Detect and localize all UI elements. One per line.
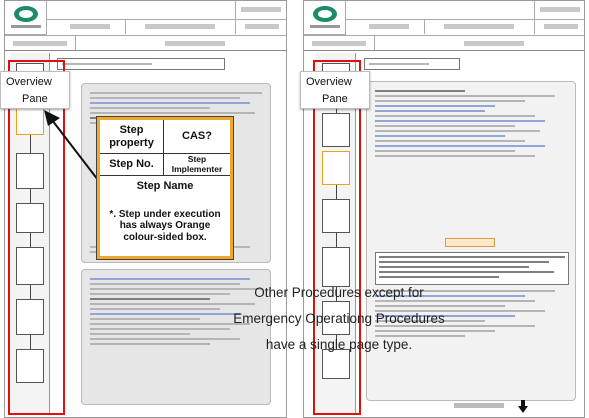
step-card-legend: Step property CAS? Step No. Step Impleme… bbox=[96, 116, 234, 260]
down-arrow-icon[interactable] bbox=[518, 400, 528, 414]
step-content-box bbox=[366, 81, 576, 401]
overview-pane-label-left: Overview Pane bbox=[0, 71, 70, 109]
label-line2: Pane bbox=[22, 93, 48, 105]
step-heading-box bbox=[57, 58, 225, 70]
step-implementer-cell: Step Implementer bbox=[171, 153, 223, 174]
step-heading-box bbox=[364, 58, 460, 70]
step-name-cell: Step Name bbox=[136, 179, 194, 192]
company-logo-icon bbox=[14, 6, 38, 22]
arrow-icon bbox=[44, 110, 99, 181]
step-property-cell: Step property bbox=[100, 120, 164, 153]
logo-box bbox=[304, 1, 346, 35]
current-step-box[interactable] bbox=[322, 151, 350, 185]
logo-box bbox=[5, 1, 47, 35]
overview-pane-highlight-right bbox=[313, 60, 361, 415]
callout-line1: Other Procedures except for bbox=[254, 285, 424, 300]
label-line1: Overview bbox=[306, 76, 352, 88]
procedure-page-right bbox=[303, 0, 585, 418]
company-logo-icon bbox=[313, 6, 337, 22]
callout-line3: have a single page type. bbox=[265, 337, 413, 352]
step-card-note: *. Step under execution has always Orang… bbox=[109, 208, 221, 243]
overview-pane-highlight-left bbox=[8, 60, 65, 415]
callout-text: Other Procedures except for Emergency Op… bbox=[224, 280, 454, 358]
step-no-cell: Step No. bbox=[100, 154, 164, 175]
cas-cell: CAS? bbox=[182, 130, 212, 143]
page-header bbox=[304, 1, 584, 51]
page-header bbox=[5, 1, 286, 51]
label-line2: Pane bbox=[322, 93, 348, 105]
overview-pane-left bbox=[10, 53, 50, 415]
step-content-box-2 bbox=[81, 269, 271, 405]
overview-pane-label-right: Overview Pane bbox=[300, 71, 370, 109]
callout-line2: Emergency Operationg Procedures bbox=[233, 311, 445, 326]
note-header bbox=[445, 238, 495, 247]
label-line1: Overview bbox=[6, 76, 52, 88]
